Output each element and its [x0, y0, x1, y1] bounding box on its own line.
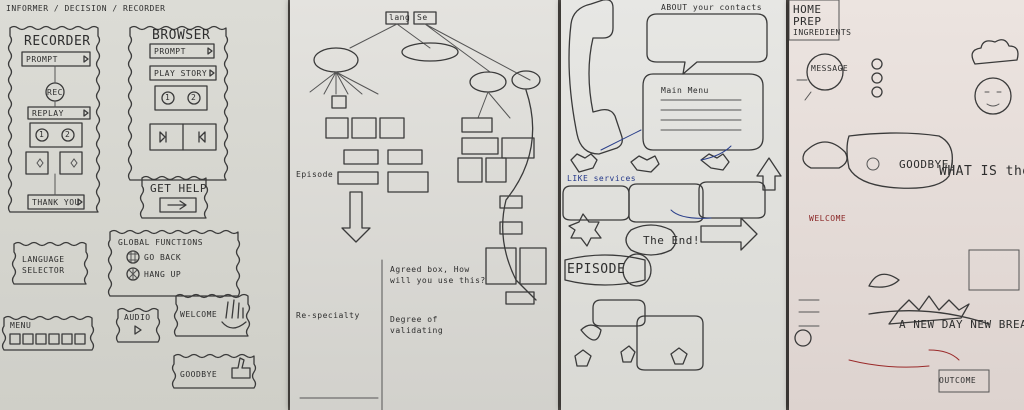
outcome-label: OUTCOME	[939, 376, 977, 385]
recorder-title: RECORDER	[24, 34, 91, 49]
the-end-label: The End!	[643, 234, 700, 247]
sketch-sheet-chef-storyboard: HOME PREP INGREDIENTS MESSAGE GOODBYE! W…	[789, 0, 1024, 410]
browser-btn2-label: 2	[191, 93, 197, 102]
global-functions-label: GLOBAL FUNCTIONS	[118, 238, 204, 247]
replay-label: REPLAY	[32, 109, 64, 118]
rec-label: REC	[47, 88, 63, 97]
audio-label: AUDIO	[124, 313, 151, 322]
sheet4-drawing	[789, 0, 1020, 393]
hang-up-label: HANG UP	[144, 270, 182, 279]
sheet2-top-right: Se	[417, 13, 428, 22]
welcome-note: WELCOME	[809, 214, 847, 223]
btn1-label: 1	[39, 130, 45, 139]
episode-label: EPISODE	[567, 262, 626, 277]
play-story-label: PLAY STORY	[154, 69, 208, 78]
browser-title: BROWSER	[152, 28, 211, 43]
message-label: MESSAGE	[811, 64, 849, 73]
thank-you-label: THANK YOU	[32, 198, 80, 207]
sheet2-note-b: Degree of validating	[390, 315, 444, 335]
ingredients-tab: INGREDIENTS	[793, 28, 852, 37]
sheet2-top-left: lang	[389, 13, 411, 22]
btn2-label: 2	[65, 130, 71, 139]
browser-btn1-label: 1	[165, 93, 171, 102]
sketch-sheet-flow-tree: lang Se Episode Agreed box, How will you…	[290, 0, 558, 410]
sheet3-drawing	[562, 0, 782, 371]
prep-tab: PREP	[793, 15, 822, 28]
sheet2-bottom-left: Re-specialty	[296, 311, 360, 320]
recorder-prompt-label: PROMPT	[26, 55, 58, 64]
sheet2-mid-label: Episode	[296, 170, 334, 179]
sheet3-top-note: ABOUT your contacts	[661, 3, 763, 12]
sketch-sheet-phone-menu: ABOUT your contacts Main Menu LIKE servi…	[561, 0, 786, 410]
browser-prompt-label: PROMPT	[154, 47, 186, 56]
goodbye-note: GOODBYE!	[899, 158, 956, 171]
like-services-label: LIKE services	[567, 174, 637, 183]
language-selector-label: LANGUAGE SELECTOR	[22, 255, 65, 275]
sheet2-note-a: Agreed box, How will you use this?	[390, 265, 486, 285]
welcome-label: WELCOME	[180, 310, 218, 319]
menu-label: MENU	[10, 321, 32, 330]
go-back-label: GO BACK	[144, 253, 182, 262]
new-day-banner: A NEW DAY NEW BREAKFAST!	[899, 318, 1024, 331]
get-help-label: GET HELP	[150, 182, 207, 195]
sketch-sheet-recorder-browser: INFORMER / DECISION / RECORDER RECORDER …	[0, 0, 288, 410]
sheet1-header: INFORMER / DECISION / RECORDER	[6, 4, 166, 13]
goodbye-label: GOODBYE	[180, 370, 218, 379]
sheet2-drawing	[299, 11, 547, 410]
home-tab: HOME	[793, 3, 822, 16]
main-menu-label: Main Menu	[661, 86, 709, 95]
sheet1-drawing	[1, 25, 257, 389]
